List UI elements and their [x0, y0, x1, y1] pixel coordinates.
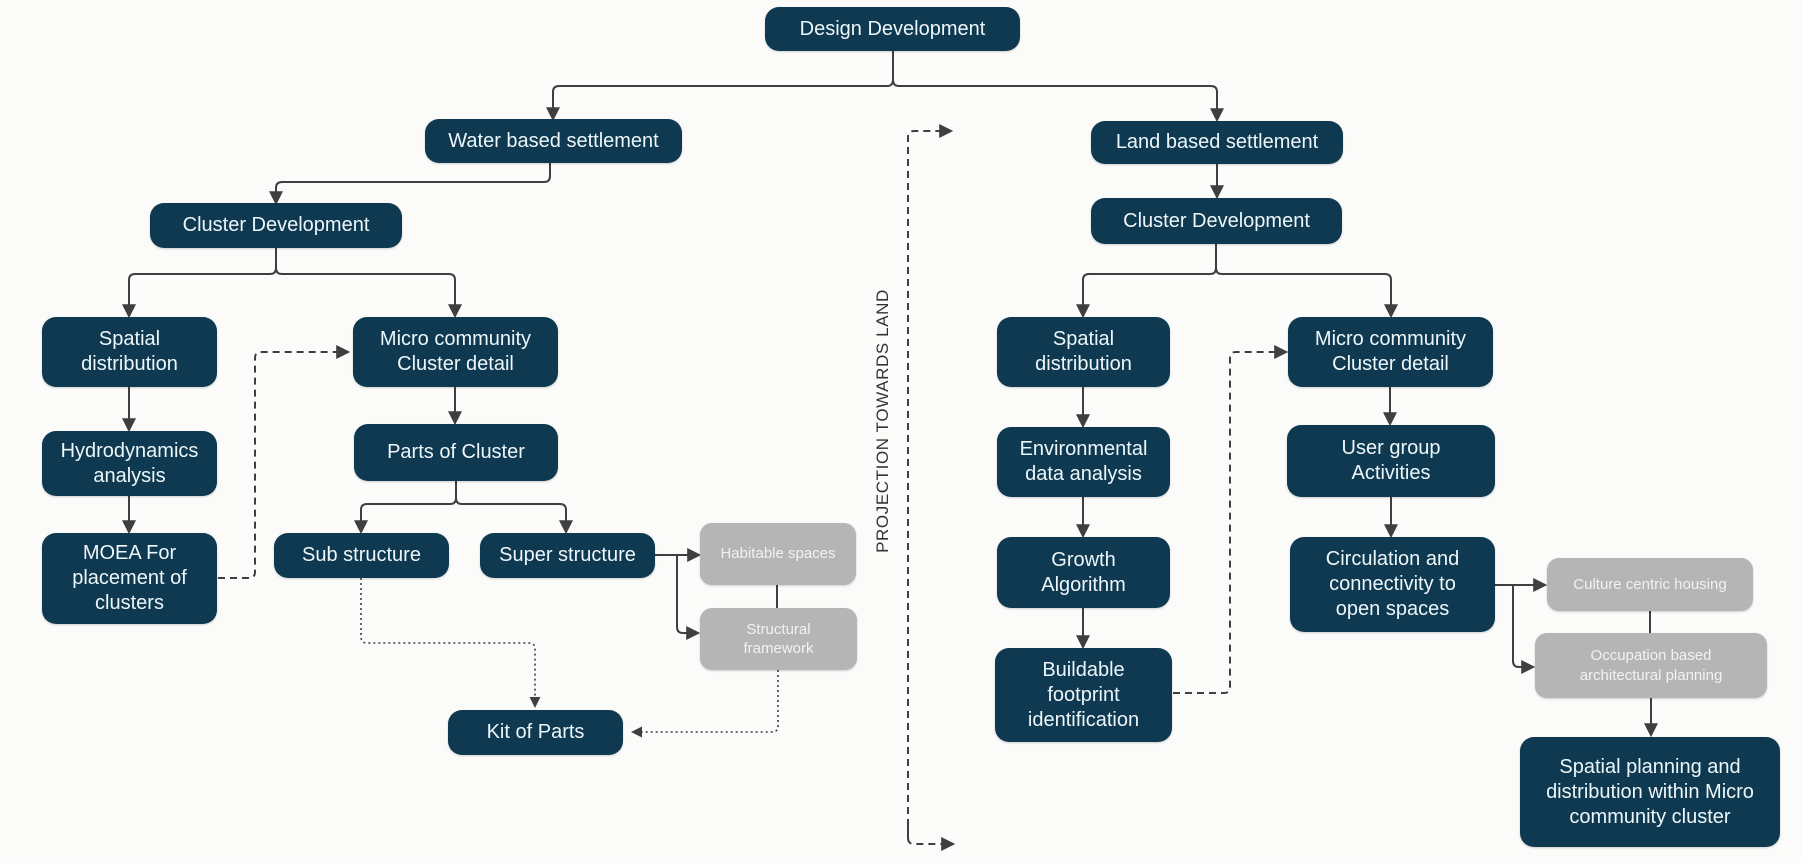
node-label: Spatial planning and distribution within… [1546, 755, 1754, 828]
node-label: Buildable footprint identification [1027, 658, 1140, 731]
node-structural-framework: Structural framework [700, 608, 857, 670]
edge-circulation-to-occupation [1512, 585, 1536, 674]
node-circulation-connectivity: Circulation and connectivity to open spa… [1290, 537, 1495, 632]
node-label: Culture centric housing [1573, 575, 1727, 593]
node-parts-of-cluster: Parts of Cluster [354, 424, 558, 481]
node-land-based-settlement: Land based settlement [1091, 121, 1343, 164]
edge-buildable-to-microl-dashed [1173, 345, 1289, 694]
node-label: MOEA For placement of clusters [72, 542, 187, 614]
edge-moea-to-microw-dashed [218, 345, 351, 579]
node-label: Circulation and connectivity to open spa… [1325, 548, 1460, 620]
node-design-development: Design Development [765, 7, 1020, 51]
edge-parts-to-sub [354, 481, 457, 535]
node-label: Micro community Cluster detail [379, 328, 532, 375]
node-label: Habitable spaces [720, 545, 836, 563]
node-label: Hydrodynamics analysis [60, 439, 199, 487]
node-label: Land based settlement [1115, 131, 1319, 153]
node-occupation-based-planning: Occupation based architectural planning [1535, 633, 1767, 698]
node-spatial-distribution-land: Spatial distribution [997, 317, 1170, 387]
node-cluster-development-water: Cluster Development [150, 203, 402, 248]
node-moea-placement: MOEA For placement of clusters [42, 533, 217, 624]
node-buildable-footprint: Buildable footprint identification [995, 648, 1172, 742]
node-micro-community-water: Micro community Cluster detail [353, 317, 558, 387]
node-spatial-distribution-water: Spatial distribution [42, 317, 217, 387]
projection-towards-land-label: PROJECTION TOWARDS LAND [873, 289, 892, 553]
node-label: Design Development [799, 17, 986, 40]
node-super-structure: Super structure [480, 533, 655, 578]
node-growth-algorithm: Growth Algorithm [997, 537, 1170, 608]
edge-clusterw-to-micro [275, 252, 462, 319]
node-label: Water based settlement [448, 129, 659, 152]
edge-super-to-structural [676, 555, 701, 640]
dashed-connectors [218, 124, 1289, 851]
node-label: Environmental data analysis [1019, 438, 1148, 485]
edge-design-to-land [892, 79, 1224, 123]
edge-design-to-water [546, 51, 894, 122]
node-label: Micro community Cluster detail [1314, 328, 1467, 375]
node-sub-structure: Sub structure [274, 533, 449, 578]
node-label: Cluster Development [1123, 209, 1310, 232]
edge-structural-to-kit-dotted [631, 670, 779, 738]
node-cluster-development-land: Cluster Development [1091, 198, 1342, 244]
node-kit-of-parts: Kit of Parts [448, 710, 623, 755]
dotted-connectors [360, 578, 779, 738]
node-label: Occupation based architectural planning [1579, 647, 1723, 684]
node-environmental-data-analysis: Environmental data analysis [997, 427, 1170, 497]
projection-line-bottom-arrow [907, 826, 956, 851]
edge-clusterl-to-spatial [1076, 244, 1217, 319]
node-hydrodynamics-analysis: Hydrodynamics analysis [42, 431, 217, 496]
edge-clusterw-to-spatial [122, 248, 277, 319]
projection-line-top-arrow [907, 124, 954, 838]
node-label: Growth Algorithm [1041, 548, 1126, 596]
node-label: User group Activities [1341, 437, 1441, 484]
node-label: Kit of Parts [486, 721, 585, 743]
solid-connectors [122, 51, 1658, 738]
node-micro-community-land: Micro community Cluster detail [1288, 317, 1493, 387]
node-water-based-settlement: Water based settlement [425, 119, 682, 163]
edge-clusterl-to-micro [1215, 248, 1398, 319]
edge-water-to-cluster [269, 163, 551, 206]
node-culture-centric-housing: Culture centric housing [1547, 558, 1753, 611]
edge-sub-to-kit-dotted [360, 578, 541, 708]
node-label: Super structure [499, 544, 636, 566]
node-label: Sub structure [302, 544, 421, 566]
node-label: Cluster Development [182, 214, 370, 236]
node-habitable-spaces: Habitable spaces [700, 523, 856, 585]
node-user-group-activities: User group Activities [1287, 425, 1495, 497]
node-label: Spatial distribution [81, 328, 178, 375]
node-label: Spatial distribution [1035, 328, 1132, 375]
edge-parts-to-super [455, 481, 573, 535]
node-label: Parts of Cluster [387, 441, 525, 463]
node-spatial-planning-distribution: Spatial planning and distribution within… [1520, 737, 1780, 847]
node-label: Structural framework [743, 620, 814, 658]
